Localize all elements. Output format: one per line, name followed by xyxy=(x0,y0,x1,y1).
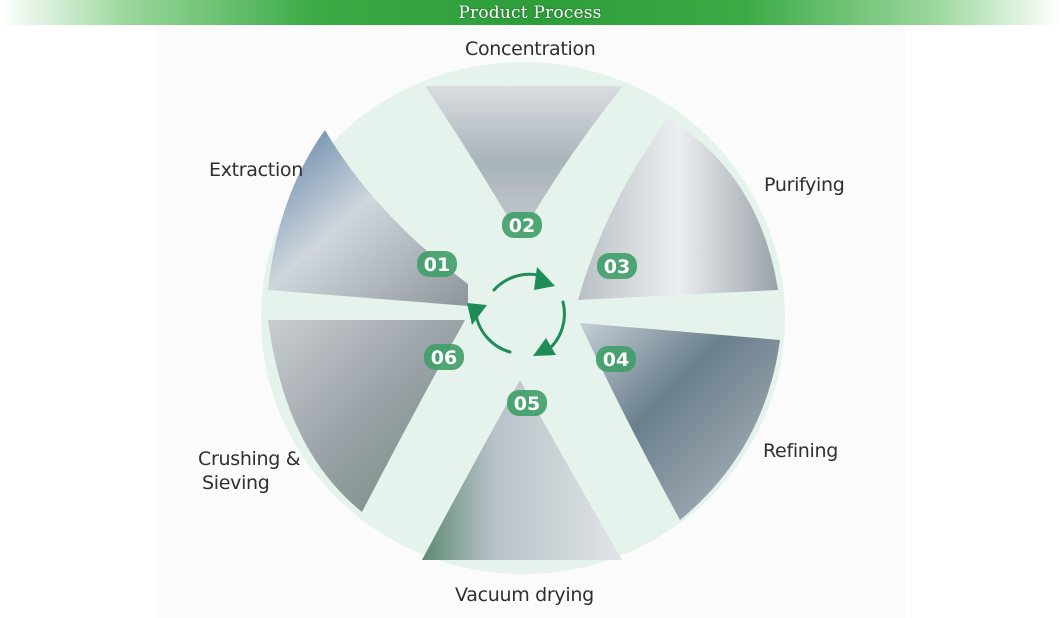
badge-01: 01 xyxy=(417,251,457,277)
badge-02-number: 02 xyxy=(509,215,535,237)
badge-05-number: 05 xyxy=(514,393,540,415)
step-label-extraction: Extraction xyxy=(209,159,303,181)
cycle-arrows-icon xyxy=(467,267,566,356)
step-label-crushing-sieving: Crushing & Sieving xyxy=(198,447,301,495)
step-label-purifying: Purifying xyxy=(764,174,845,196)
badge-04: 04 xyxy=(596,346,636,372)
step-label-sieving: Sieving xyxy=(202,472,270,494)
concentration-photo xyxy=(425,86,623,238)
vacuum-drying-photo xyxy=(422,380,622,560)
badge-06-number: 06 xyxy=(431,347,457,369)
badge-02: 02 xyxy=(502,212,542,238)
badge-03: 03 xyxy=(597,253,637,279)
page-title: Product Process xyxy=(458,2,602,23)
step-label-concentration: Concentration xyxy=(465,38,596,60)
badge-05: 05 xyxy=(507,390,547,416)
step-label-refining: Refining xyxy=(763,440,839,462)
badge-04-number: 04 xyxy=(603,349,629,371)
step-label-crushing: Crushing & xyxy=(198,448,301,470)
badge-03-number: 03 xyxy=(604,256,630,278)
refining-photo xyxy=(580,323,780,520)
badge-01-number: 01 xyxy=(424,254,450,276)
step-label-vacuum-drying: Vacuum drying xyxy=(455,584,594,606)
crushing-sieving-photo xyxy=(268,320,465,512)
header-banner: Product Process xyxy=(0,0,1060,25)
badge-06: 06 xyxy=(424,344,464,370)
